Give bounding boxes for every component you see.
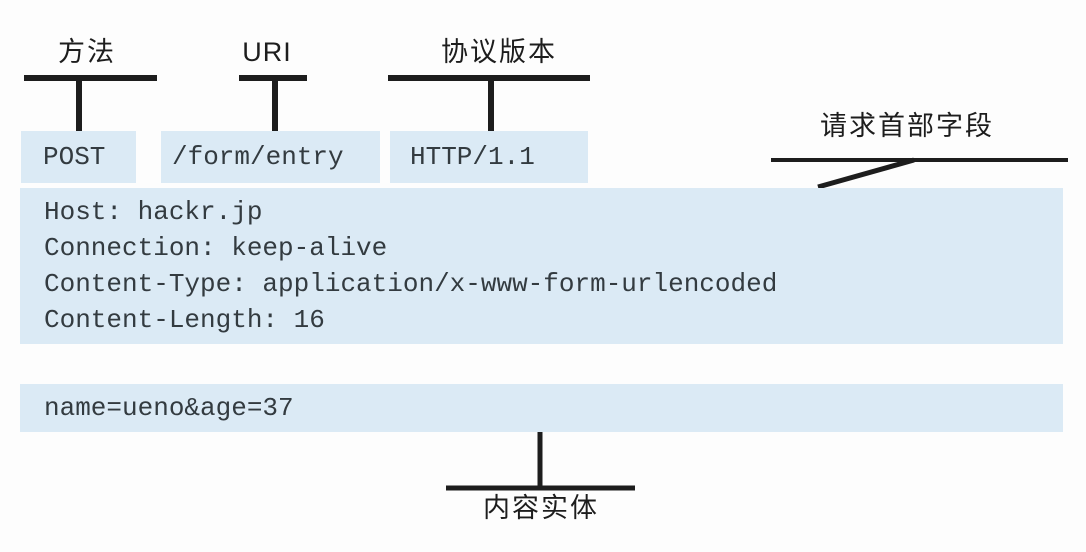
uri-label: URI	[242, 37, 292, 67]
headers-pointer-diagonal	[817, 157, 915, 190]
header-line-host: Host: hackr.jp	[44, 197, 263, 227]
header-line-content-type: Content-Type: application/x-www-form-url…	[44, 269, 778, 299]
protocol-version-value: HTTP/1.1	[410, 142, 535, 172]
request-headers-box: Host: hackr.jp Connection: keep-alive Co…	[20, 188, 1063, 344]
uri-box: /form/entry	[161, 131, 380, 183]
protocol-version-label: 协议版本	[441, 37, 557, 67]
entity-body-box: name=ueno&age=37	[20, 384, 1063, 432]
uri-value: /form/entry	[172, 142, 344, 172]
entity-body-label: 内容实体	[483, 493, 599, 523]
method-label: 方法	[58, 37, 116, 67]
header-line-content-length: Content-Length: 16	[44, 305, 325, 335]
request-header-fields-label: 请求首部字段	[820, 111, 994, 141]
method-box: POST	[21, 131, 136, 183]
protocol-version-box: HTTP/1.1	[390, 131, 588, 183]
method-value: POST	[43, 142, 106, 172]
header-line-connection: Connection: keep-alive	[44, 233, 388, 263]
entity-body-value: name=ueno&age=37	[44, 393, 294, 423]
